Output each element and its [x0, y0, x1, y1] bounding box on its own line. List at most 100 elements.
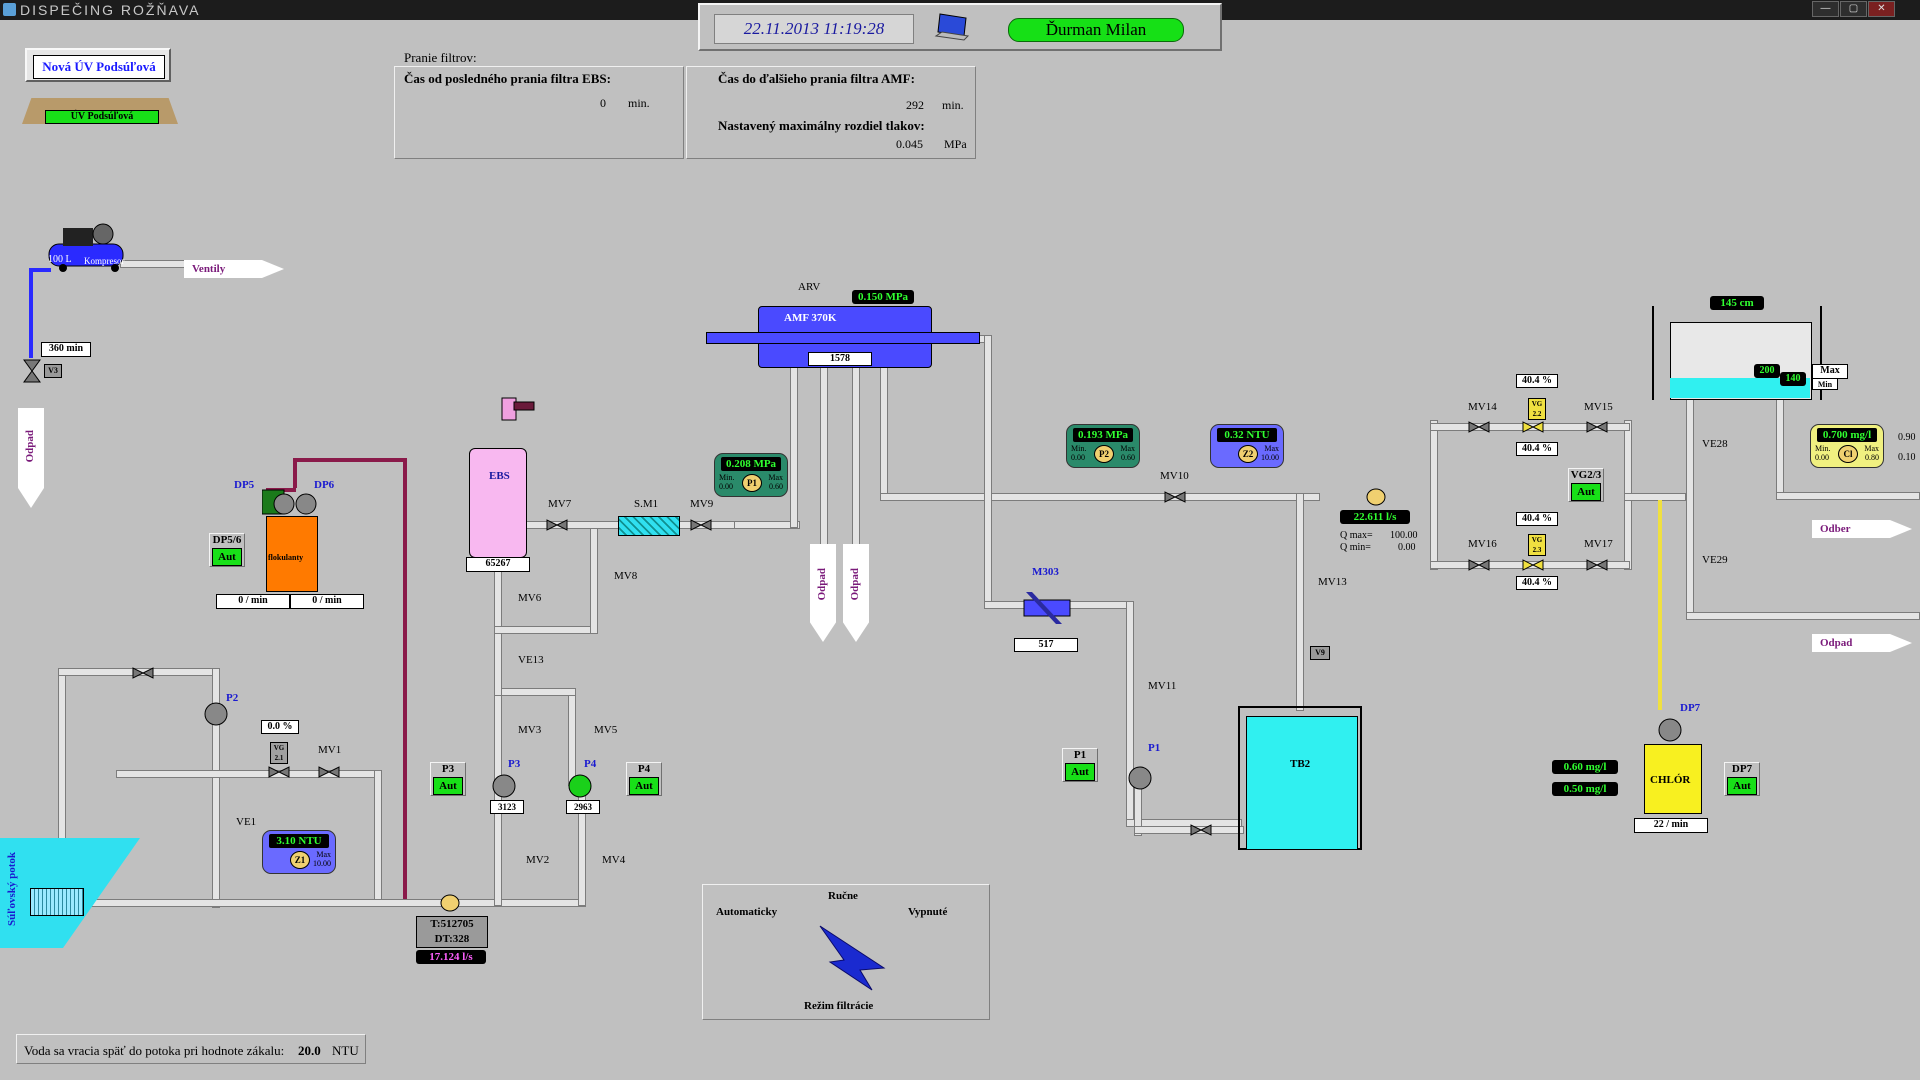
amf-pressure: 0.150 MPa	[852, 290, 914, 304]
vg-top-percent-2: 40.4 %	[1516, 442, 1558, 456]
user-display[interactable]: Ďurman Milan	[1008, 18, 1184, 42]
amf-drain-1	[810, 544, 836, 642]
reservoir-setpoint-b: 140	[1780, 372, 1806, 386]
pipe	[1126, 601, 1134, 827]
maximize-button[interactable]: ▢	[1840, 1, 1867, 17]
dp6-label: DP6	[314, 479, 335, 491]
pump-p4-icon[interactable]	[566, 772, 594, 800]
vg-auto-button[interactable]: Aut	[1571, 483, 1601, 501]
pump-p3-count: 3123	[490, 800, 524, 814]
close-button[interactable]: ✕	[1868, 1, 1895, 17]
amf-manifold	[706, 332, 980, 344]
dp56-auto-button[interactable]: Aut	[212, 548, 242, 566]
valve-icon[interactable]	[1468, 559, 1490, 571]
chlor-tank-label: CHLÓR	[1650, 774, 1691, 786]
p2-min-label: Min.	[1071, 444, 1087, 453]
pipe	[374, 770, 382, 906]
dp7-label: DP7	[1680, 702, 1701, 714]
valve-icon[interactable]	[1190, 824, 1212, 836]
flow-q1-rate: 22.611 l/s	[1340, 510, 1410, 524]
ebs-filter[interactable]	[469, 448, 527, 558]
pipe	[984, 335, 992, 609]
valve-icon[interactable]	[318, 766, 340, 778]
vg2-tag: VG 2.2	[1528, 398, 1546, 420]
station-nav-button[interactable]: Nová ÚV Podsúľová	[33, 55, 165, 79]
chlorine-value: 0.700 mg/l	[1817, 428, 1877, 442]
amf-wash-label: Čas do ďalšieho prania filtra AMF:	[718, 71, 915, 86]
mv1-label: MV1	[318, 744, 342, 756]
valve-icon[interactable]	[1164, 491, 1186, 503]
valve-icon[interactable]	[132, 667, 154, 679]
pump-p3-icon[interactable]	[490, 772, 518, 800]
cl-max-value: 0.80	[1865, 453, 1879, 462]
mode-selector-icon[interactable]	[818, 924, 890, 992]
p3-auto-button[interactable]: Aut	[433, 777, 463, 795]
flocculant-tank[interactable]	[266, 516, 318, 592]
dp7-auto-button[interactable]: Aut	[1727, 777, 1757, 795]
valve-icon[interactable]	[546, 519, 568, 531]
amf-drain-1-label: Odpad	[816, 568, 828, 601]
cl-tag: Cl	[1838, 445, 1858, 463]
vg-top-percent: 40.4 %	[1516, 374, 1558, 388]
pipe	[1686, 380, 1694, 620]
z2-max-value: 10.00	[1261, 453, 1279, 462]
valve-icon[interactable]	[1586, 421, 1608, 433]
pump-p1-icon[interactable]	[1126, 764, 1154, 792]
dp6-rate: 0 / min	[290, 594, 364, 609]
p2-max-label: Max	[1120, 444, 1135, 453]
pressure-diff-value: 0.045	[896, 137, 923, 151]
mv17-label: MV17	[1584, 538, 1613, 550]
chlor-tank[interactable]	[1644, 744, 1702, 814]
dp7-pump-icon[interactable]	[1656, 716, 1684, 744]
strainer-m303[interactable]	[1022, 590, 1072, 626]
footer-unit: NTU	[332, 1043, 359, 1058]
pump-p2-label: P2	[226, 692, 239, 704]
ve13-label: VE13	[518, 654, 544, 666]
cl-max-label: Max	[1864, 444, 1879, 453]
pipe	[880, 493, 1320, 501]
vg-bot-percent-2: 40.4 %	[1516, 576, 1558, 590]
valve-icon[interactable]	[690, 519, 712, 531]
dosing-pumps[interactable]	[261, 478, 318, 516]
minimize-button[interactable]: —	[1812, 1, 1839, 17]
flowmeter-q1-icon[interactable]	[1366, 488, 1386, 506]
p1-tag: P1	[742, 474, 762, 492]
ventily-outlet: Ventily	[184, 260, 284, 278]
footer-text: Voda sa vracia späť do potoka pri hodnot…	[24, 1043, 285, 1058]
compressor[interactable]	[45, 216, 127, 272]
pump-p2-icon[interactable]	[202, 700, 230, 728]
valve-icon[interactable]	[1468, 421, 1490, 433]
p1-min-value: 0.00	[719, 482, 733, 491]
flowmeter-q2-icon[interactable]	[440, 894, 460, 912]
p1-min-label: Min.	[719, 473, 735, 482]
mode-manual-label[interactable]: Ručne	[828, 890, 858, 902]
valve-icon[interactable]	[1522, 559, 1544, 571]
tank-tb2[interactable]	[1246, 716, 1358, 850]
valve-icon[interactable]	[1522, 421, 1544, 433]
computer-icon[interactable]	[934, 12, 970, 42]
valve-icon[interactable]	[1586, 559, 1608, 571]
mode-off-label[interactable]: Vypnuté	[908, 906, 948, 918]
valve-icon[interactable]	[268, 766, 290, 778]
pressure-p2-value: 0.193 MPa	[1073, 428, 1133, 442]
valve-icon[interactable]	[22, 358, 42, 384]
p4-auto-button[interactable]: Aut	[629, 777, 659, 795]
static-mixer[interactable]	[618, 516, 680, 536]
dosing-pipe	[293, 458, 297, 488]
mode-auto-label[interactable]: Automaticky	[716, 906, 778, 918]
p1-auto-button[interactable]: Aut	[1065, 763, 1095, 781]
pipe	[1134, 826, 1244, 834]
amf-drain-2-label: Odpad	[849, 568, 861, 601]
ebs-wash-label: Čas od posledného prania filtra EBS:	[404, 71, 611, 86]
